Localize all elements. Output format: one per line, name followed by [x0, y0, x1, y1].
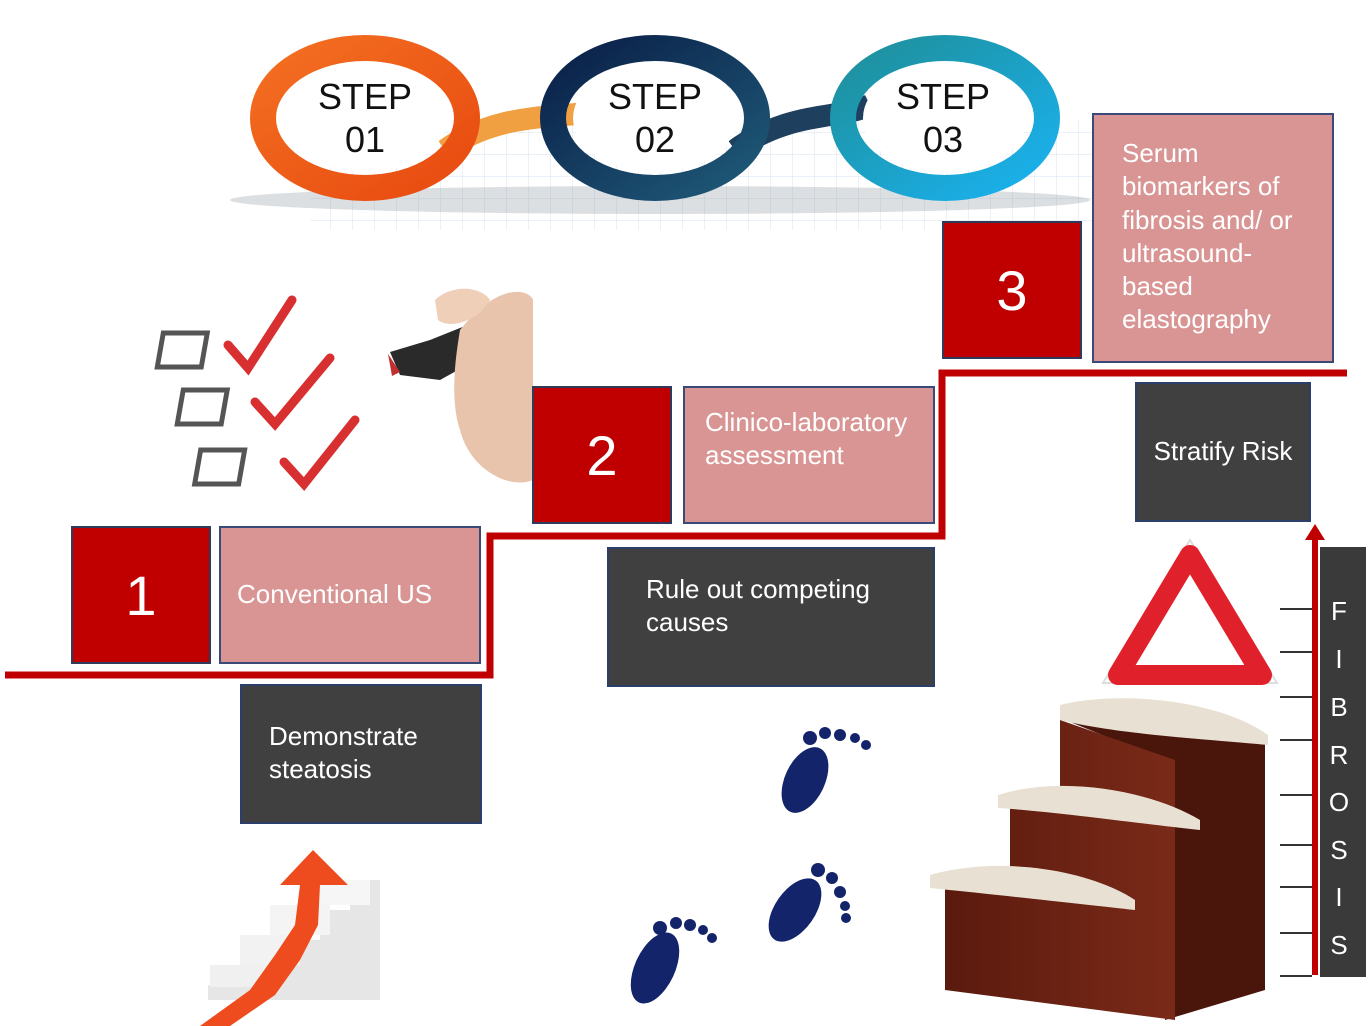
- step-1-number-text: 1: [125, 563, 157, 627]
- step-3-number-text: 3: [996, 258, 1028, 322]
- step-3-word: STEP: [895, 76, 991, 117]
- step-2-goal-box: Rule out competing causes: [607, 547, 935, 687]
- fibrosis-letter: S: [1330, 835, 1348, 865]
- fibrosis-letter: O: [1328, 787, 1350, 817]
- staircase-line: [5, 369, 1347, 679]
- checklist-illustration: [154, 288, 533, 491]
- step-ring-2: [540, 35, 770, 201]
- fibrosis-letter: I: [1335, 882, 1343, 912]
- warning-triangle-icon: [1101, 538, 1279, 685]
- fibrosis-letter: B: [1330, 692, 1348, 722]
- step-3-number-box: 3: [942, 221, 1082, 359]
- footprints-illustration: [630, 727, 871, 1004]
- step-2-number-box: 2: [532, 386, 672, 524]
- step-rings: [250, 35, 1060, 201]
- step-label-2: STEP 02: [585, 75, 725, 161]
- fibrosis-letter: S: [1330, 930, 1348, 960]
- step-2-action-box: Clinico-laboratory assessment: [683, 386, 935, 524]
- step-3-action-text: Serum biomarkers of fibrosis and/ or ult…: [1122, 138, 1293, 335]
- step-1-number: 01: [344, 119, 386, 160]
- step-1-action-text: Conventional US: [237, 579, 433, 610]
- step-1-goal-text: Demonstrate steatosis: [269, 721, 418, 785]
- wooden-stairs-illustration: [930, 698, 1268, 1020]
- step-1-action-box: Conventional US: [219, 526, 481, 664]
- step-2-action-text: Clinico-laboratory assessment: [705, 407, 908, 471]
- fibrosis-letter: F: [1331, 596, 1347, 626]
- fibrosis-letter: I: [1335, 644, 1343, 674]
- step-3-action-box: Serum biomarkers of fibrosis and/ or ult…: [1092, 113, 1334, 363]
- step-2-word: STEP: [607, 76, 703, 117]
- step-1-number-box: 1: [71, 526, 211, 664]
- step-2-number: 02: [634, 119, 676, 160]
- step-ring-1: [250, 35, 480, 201]
- fibrosis-scale: [1280, 524, 1366, 977]
- arrow-stairs-illustration: [200, 850, 380, 1026]
- step-label-1: STEP 01: [295, 75, 435, 161]
- step-2-number-text: 2: [586, 423, 618, 487]
- step-3-goal-text: Stratify Risk: [1153, 436, 1293, 467]
- step-1-goal-box: Demonstrate steatosis: [240, 684, 482, 824]
- fibrosis-letter: R: [1329, 740, 1349, 770]
- step-label-3: STEP 03: [873, 75, 1013, 161]
- step-2-goal-text: Rule out competing causes: [646, 574, 871, 638]
- step-ring-3: [830, 35, 1060, 201]
- step-3-goal-box: Stratify Risk: [1135, 382, 1311, 522]
- step-3-number: 03: [922, 119, 964, 160]
- step-1-word: STEP: [317, 76, 413, 117]
